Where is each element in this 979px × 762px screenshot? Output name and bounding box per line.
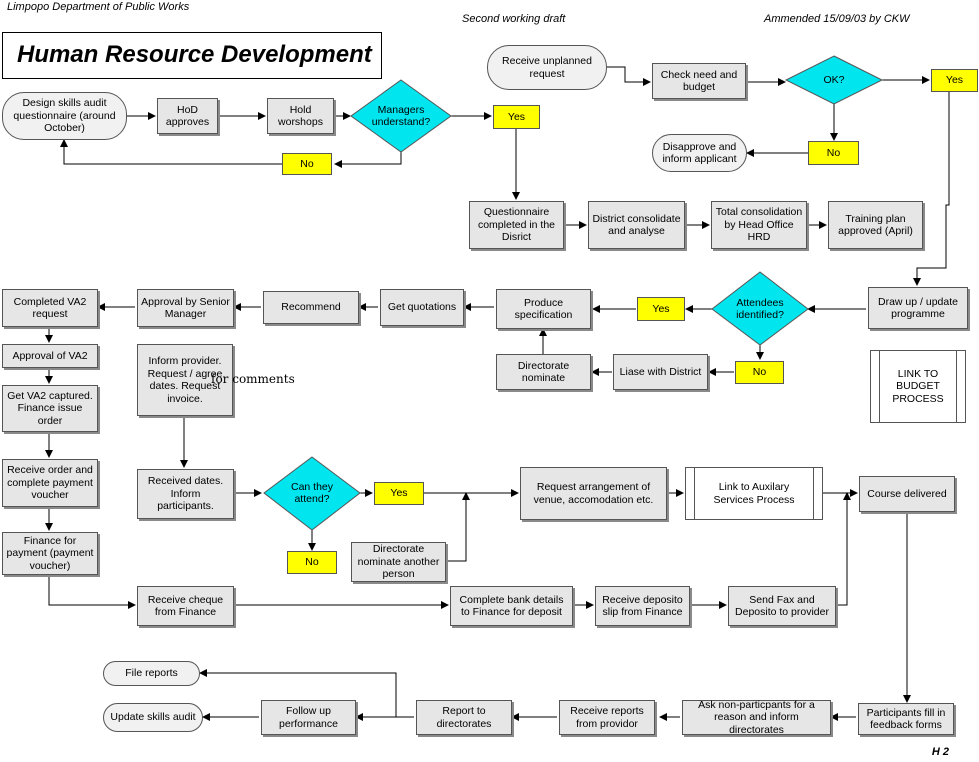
produce-specification-node[interactable]: Produce specification bbox=[496, 289, 591, 329]
received-dates-node[interactable]: Received dates. Inform participants. bbox=[137, 469, 234, 519]
follow-up-performance-node[interactable]: Follow up performance bbox=[261, 700, 356, 735]
title-box: Human Resource Development bbox=[2, 32, 382, 79]
training-plan-node[interactable]: Training plan approved (April) bbox=[828, 201, 923, 249]
hold-workshops-node[interactable]: Hold worshops bbox=[267, 98, 334, 134]
total-consolidation-node[interactable]: Total consolidation by Head Office HRD bbox=[711, 201, 807, 249]
ok-diamond bbox=[784, 55, 884, 105]
ask-non-participants-node[interactable]: Ask non-particpants for a reason and inf… bbox=[682, 699, 831, 736]
receive-order-node[interactable]: Receive order and complete payment vouch… bbox=[2, 459, 98, 507]
recommend-node[interactable]: Recommend bbox=[263, 291, 359, 324]
managers-understand-diamond bbox=[350, 79, 452, 153]
draw-up-programme-node[interactable]: Draw up / update programme bbox=[868, 287, 968, 329]
no-managers-label: No bbox=[282, 153, 332, 175]
page-title: Human Resource Development bbox=[17, 41, 372, 68]
link-auxiliary-node[interactable]: Link to Auxilary Services Process bbox=[685, 467, 823, 520]
questionnaire-completed-node[interactable]: Questionnaire completed in the Disrict bbox=[469, 201, 564, 249]
no-attendees-label: No bbox=[735, 361, 784, 384]
yes-attendees-label: Yes bbox=[637, 297, 685, 321]
ok-label[interactable]: OK? bbox=[823, 73, 845, 86]
receive-unplanned-node[interactable]: Receive unplanned request bbox=[487, 45, 607, 90]
liase-district-node[interactable]: Liase with District bbox=[613, 354, 708, 390]
get-quotations-node[interactable]: Get quotations bbox=[380, 289, 464, 326]
approval-va2-node[interactable]: Approval of VA2 bbox=[2, 344, 98, 368]
receive-reports-node[interactable]: Receive reports from providor bbox=[559, 700, 655, 735]
disapprove-node[interactable]: Disapprove and inform applicant bbox=[652, 134, 747, 172]
district-consolidate-node[interactable]: District consolidate and analyse bbox=[588, 201, 685, 249]
attendees-identified-diamond bbox=[711, 271, 809, 346]
header-org: Limpopo Department of Public Works bbox=[7, 1, 190, 13]
yes-ok-label: Yes bbox=[931, 69, 978, 92]
can-they-attend-diamond bbox=[263, 456, 361, 531]
send-fax-node[interactable]: Send Fax and Deposito to provider bbox=[728, 586, 836, 626]
page-number: H 2 bbox=[931, 746, 949, 758]
finance-payment-node[interactable]: Finance for payment (payment voucher) bbox=[2, 532, 98, 575]
attendees-identified-label[interactable]: Attendees identified? bbox=[736, 296, 784, 322]
file-reports-node[interactable]: File reports bbox=[103, 661, 200, 686]
request-arrangement-node[interactable]: Request arrangement of venue, accomodati… bbox=[520, 467, 667, 520]
completed-va2-node[interactable]: Completed VA2 request bbox=[2, 289, 98, 327]
managers-understand-label[interactable]: Managers understand? bbox=[371, 103, 431, 129]
receive-deposito-node[interactable]: Receive deposito slip from Finance bbox=[595, 586, 690, 626]
check-need-node[interactable]: Check need and budget bbox=[652, 63, 746, 99]
design-audit-node[interactable]: Design skills audit questionnaire (aroun… bbox=[2, 92, 127, 140]
approval-senior-manager-node[interactable]: Approval by Senior Manager bbox=[137, 289, 234, 327]
can-they-attend-label[interactable]: Can they attend? bbox=[290, 480, 334, 506]
link-budget-node[interactable]: LINK TO BUDGET PROCESS bbox=[870, 350, 966, 423]
report-directorates-node[interactable]: Report to directorates bbox=[416, 700, 512, 735]
course-delivered-node[interactable]: Course delivered bbox=[859, 476, 955, 512]
update-skills-audit-node[interactable]: Update skills audit bbox=[103, 703, 203, 732]
for-comments-note: for comments bbox=[211, 372, 295, 386]
no-attend-label: No bbox=[287, 551, 337, 574]
directorate-nominate-another-node[interactable]: Directorate nominate another person bbox=[351, 542, 446, 582]
directorate-nominate-node[interactable]: Directorate nominate bbox=[496, 354, 591, 390]
complete-bank-details-node[interactable]: Complete bank details to Finance for dep… bbox=[450, 586, 573, 626]
header-amended: Ammended 15/09/03 by CKW bbox=[764, 13, 910, 25]
participants-fill-node[interactable]: Participants fill in feedback forms bbox=[858, 703, 954, 735]
receive-cheque-node[interactable]: Receive cheque from Finance bbox=[137, 586, 234, 626]
yes-managers-label: Yes bbox=[493, 105, 540, 129]
hod-approves-node[interactable]: HoD approves bbox=[157, 98, 218, 134]
yes-attend-label: Yes bbox=[374, 482, 424, 505]
header-draft: Second working draft bbox=[462, 13, 566, 25]
no-ok-label: No bbox=[808, 141, 859, 165]
inform-provider-node[interactable]: Inform provider. Request / agree dates. … bbox=[137, 344, 233, 416]
get-va2-captured-node[interactable]: Get VA2 captured. Finance issue order bbox=[2, 385, 98, 432]
